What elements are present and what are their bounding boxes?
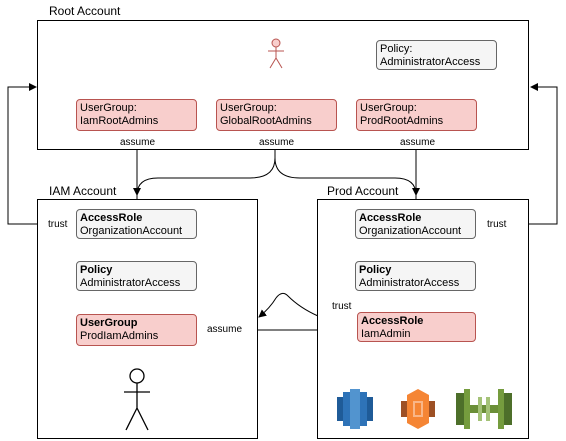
edge-global-root-admins-assume-iam — [133, 131, 276, 196]
user-actor-icon — [124, 368, 150, 431]
iam-access-role-title: AccessRole — [80, 212, 143, 224]
user-group-type: UserGroup: — [360, 102, 417, 114]
prod-account-title: Prod Account — [327, 184, 399, 198]
iam-policy-title: Policy — [80, 264, 113, 276]
prod-access-role-title: AccessRole — [359, 212, 422, 224]
trust-label-prod-admin: trust — [331, 301, 353, 312]
user-group-type: UserGroup: — [80, 102, 137, 114]
prod-policy-name: AdministratorAccess — [359, 277, 460, 289]
aws-database-icon — [337, 389, 373, 429]
iam-policy-name: AdministratorAccess — [80, 277, 181, 289]
root-policy-title: Policy: — [380, 43, 413, 55]
edge-prod-admin-trust — [258, 292, 357, 318]
user-group-name: GlobalRootAdmins — [220, 115, 312, 127]
user-group-prod-iam-admins[interactable]: UserGroup ProdIamAdmins — [76, 314, 197, 346]
user-group-name: ProdIamAdmins — [80, 330, 159, 342]
trust-label-prod-role: trust — [486, 219, 508, 230]
aws-compute-icon — [401, 389, 435, 429]
actor-icon — [268, 38, 284, 69]
iam-policy-node[interactable]: Policy AdministratorAccess — [76, 261, 197, 291]
user-group-title: UserGroup — [80, 317, 138, 329]
user-group-global-root-admins[interactable]: UserGroup: GlobalRootAdmins — [216, 99, 337, 131]
iam-account-title: IAM Account — [49, 184, 117, 198]
user-group-type: UserGroup: — [220, 102, 277, 114]
assume-label-global-root: assume — [258, 137, 296, 148]
user-group-iam-root-admins[interactable]: UserGroup: IamRootAdmins — [76, 99, 197, 131]
prod-access-role-node[interactable]: AccessRole OrganizationAccount — [355, 209, 476, 239]
prod-iam-admin-name: IamAdmin — [361, 328, 411, 340]
iam-access-role-node[interactable]: AccessRole OrganizationAccount — [76, 209, 197, 239]
user-group-name: ProdRootAdmins — [360, 115, 444, 127]
root-policy-name: AdministratorAccess — [380, 56, 481, 68]
trust-label-iam-role: trust — [47, 219, 69, 230]
prod-iam-admin-role-node[interactable]: AccessRole IamAdmin — [357, 312, 476, 342]
assume-label-prod-iam-admins: assume — [206, 324, 244, 335]
prod-iam-admin-title: AccessRole — [361, 315, 424, 327]
prod-access-role-name: OrganizationAccount — [359, 225, 462, 237]
root-policy-node[interactable]: Policy: AdministratorAccess — [376, 40, 497, 70]
assume-label-iam-root: assume — [119, 137, 157, 148]
prod-policy-node[interactable]: Policy AdministratorAccess — [355, 261, 476, 291]
assume-label-prod-root: assume — [399, 137, 437, 148]
root-account-title: Root Account — [49, 4, 121, 18]
iam-access-role-name: OrganizationAccount — [80, 225, 183, 237]
prod-policy-title: Policy — [359, 264, 392, 276]
user-group-prod-root-admins[interactable]: UserGroup: ProdRootAdmins — [356, 99, 477, 131]
edge-global-root-admins-assume-prod — [274, 157, 420, 196]
user-group-name: IamRootAdmins — [80, 115, 159, 127]
aws-network-icon — [456, 389, 512, 429]
